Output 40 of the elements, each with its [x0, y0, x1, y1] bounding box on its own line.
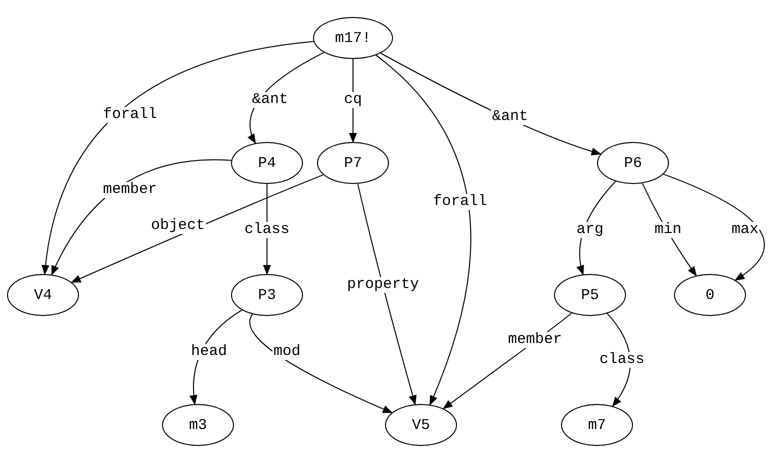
- node-label: P5: [580, 286, 599, 304]
- edge-label: member: [507, 332, 563, 348]
- arrow: [376, 54, 472, 406]
- edge-label: head: [190, 344, 228, 360]
- edge-label: forall: [432, 194, 488, 210]
- edge-label: member: [102, 182, 158, 198]
- node-label: m3: [188, 416, 207, 434]
- arrow: [357, 183, 417, 406]
- edge-label: property: [346, 277, 420, 293]
- edge-label: class: [598, 352, 646, 368]
- node-label: P7: [344, 154, 362, 172]
- node-label: V4: [34, 286, 52, 304]
- node-label: 0: [705, 286, 714, 304]
- arrow: [349, 58, 357, 143]
- node-ellipse: [7, 274, 79, 316]
- edge-label: min: [654, 222, 682, 238]
- edge-label: cq: [343, 92, 363, 108]
- edge-label: arg: [576, 222, 604, 238]
- node-ellipse: [385, 404, 457, 446]
- arrow: [51, 159, 232, 276]
- node-ellipse: [317, 142, 389, 184]
- edge-label: &ant: [491, 109, 529, 125]
- node-ellipse: [231, 142, 303, 184]
- arrow: [662, 174, 765, 281]
- node-label: m17!: [334, 30, 371, 46]
- node-label: V5: [412, 416, 430, 434]
- edge-label: forall: [102, 107, 158, 123]
- edge-label: mod: [272, 344, 302, 360]
- arrow: [42, 40, 314, 276]
- edge-label: &ant: [251, 92, 289, 108]
- node-ellipse: [674, 274, 746, 316]
- arrow: [70, 174, 324, 283]
- edge-label: class: [244, 222, 290, 238]
- node-label: P4: [258, 154, 276, 172]
- edge-label: object: [150, 218, 206, 234]
- node-label: P6: [624, 154, 642, 172]
- node-label: P3: [258, 286, 276, 304]
- node-label: m7: [588, 416, 606, 434]
- node-ellipse: [597, 142, 669, 184]
- arrow: [250, 314, 393, 414]
